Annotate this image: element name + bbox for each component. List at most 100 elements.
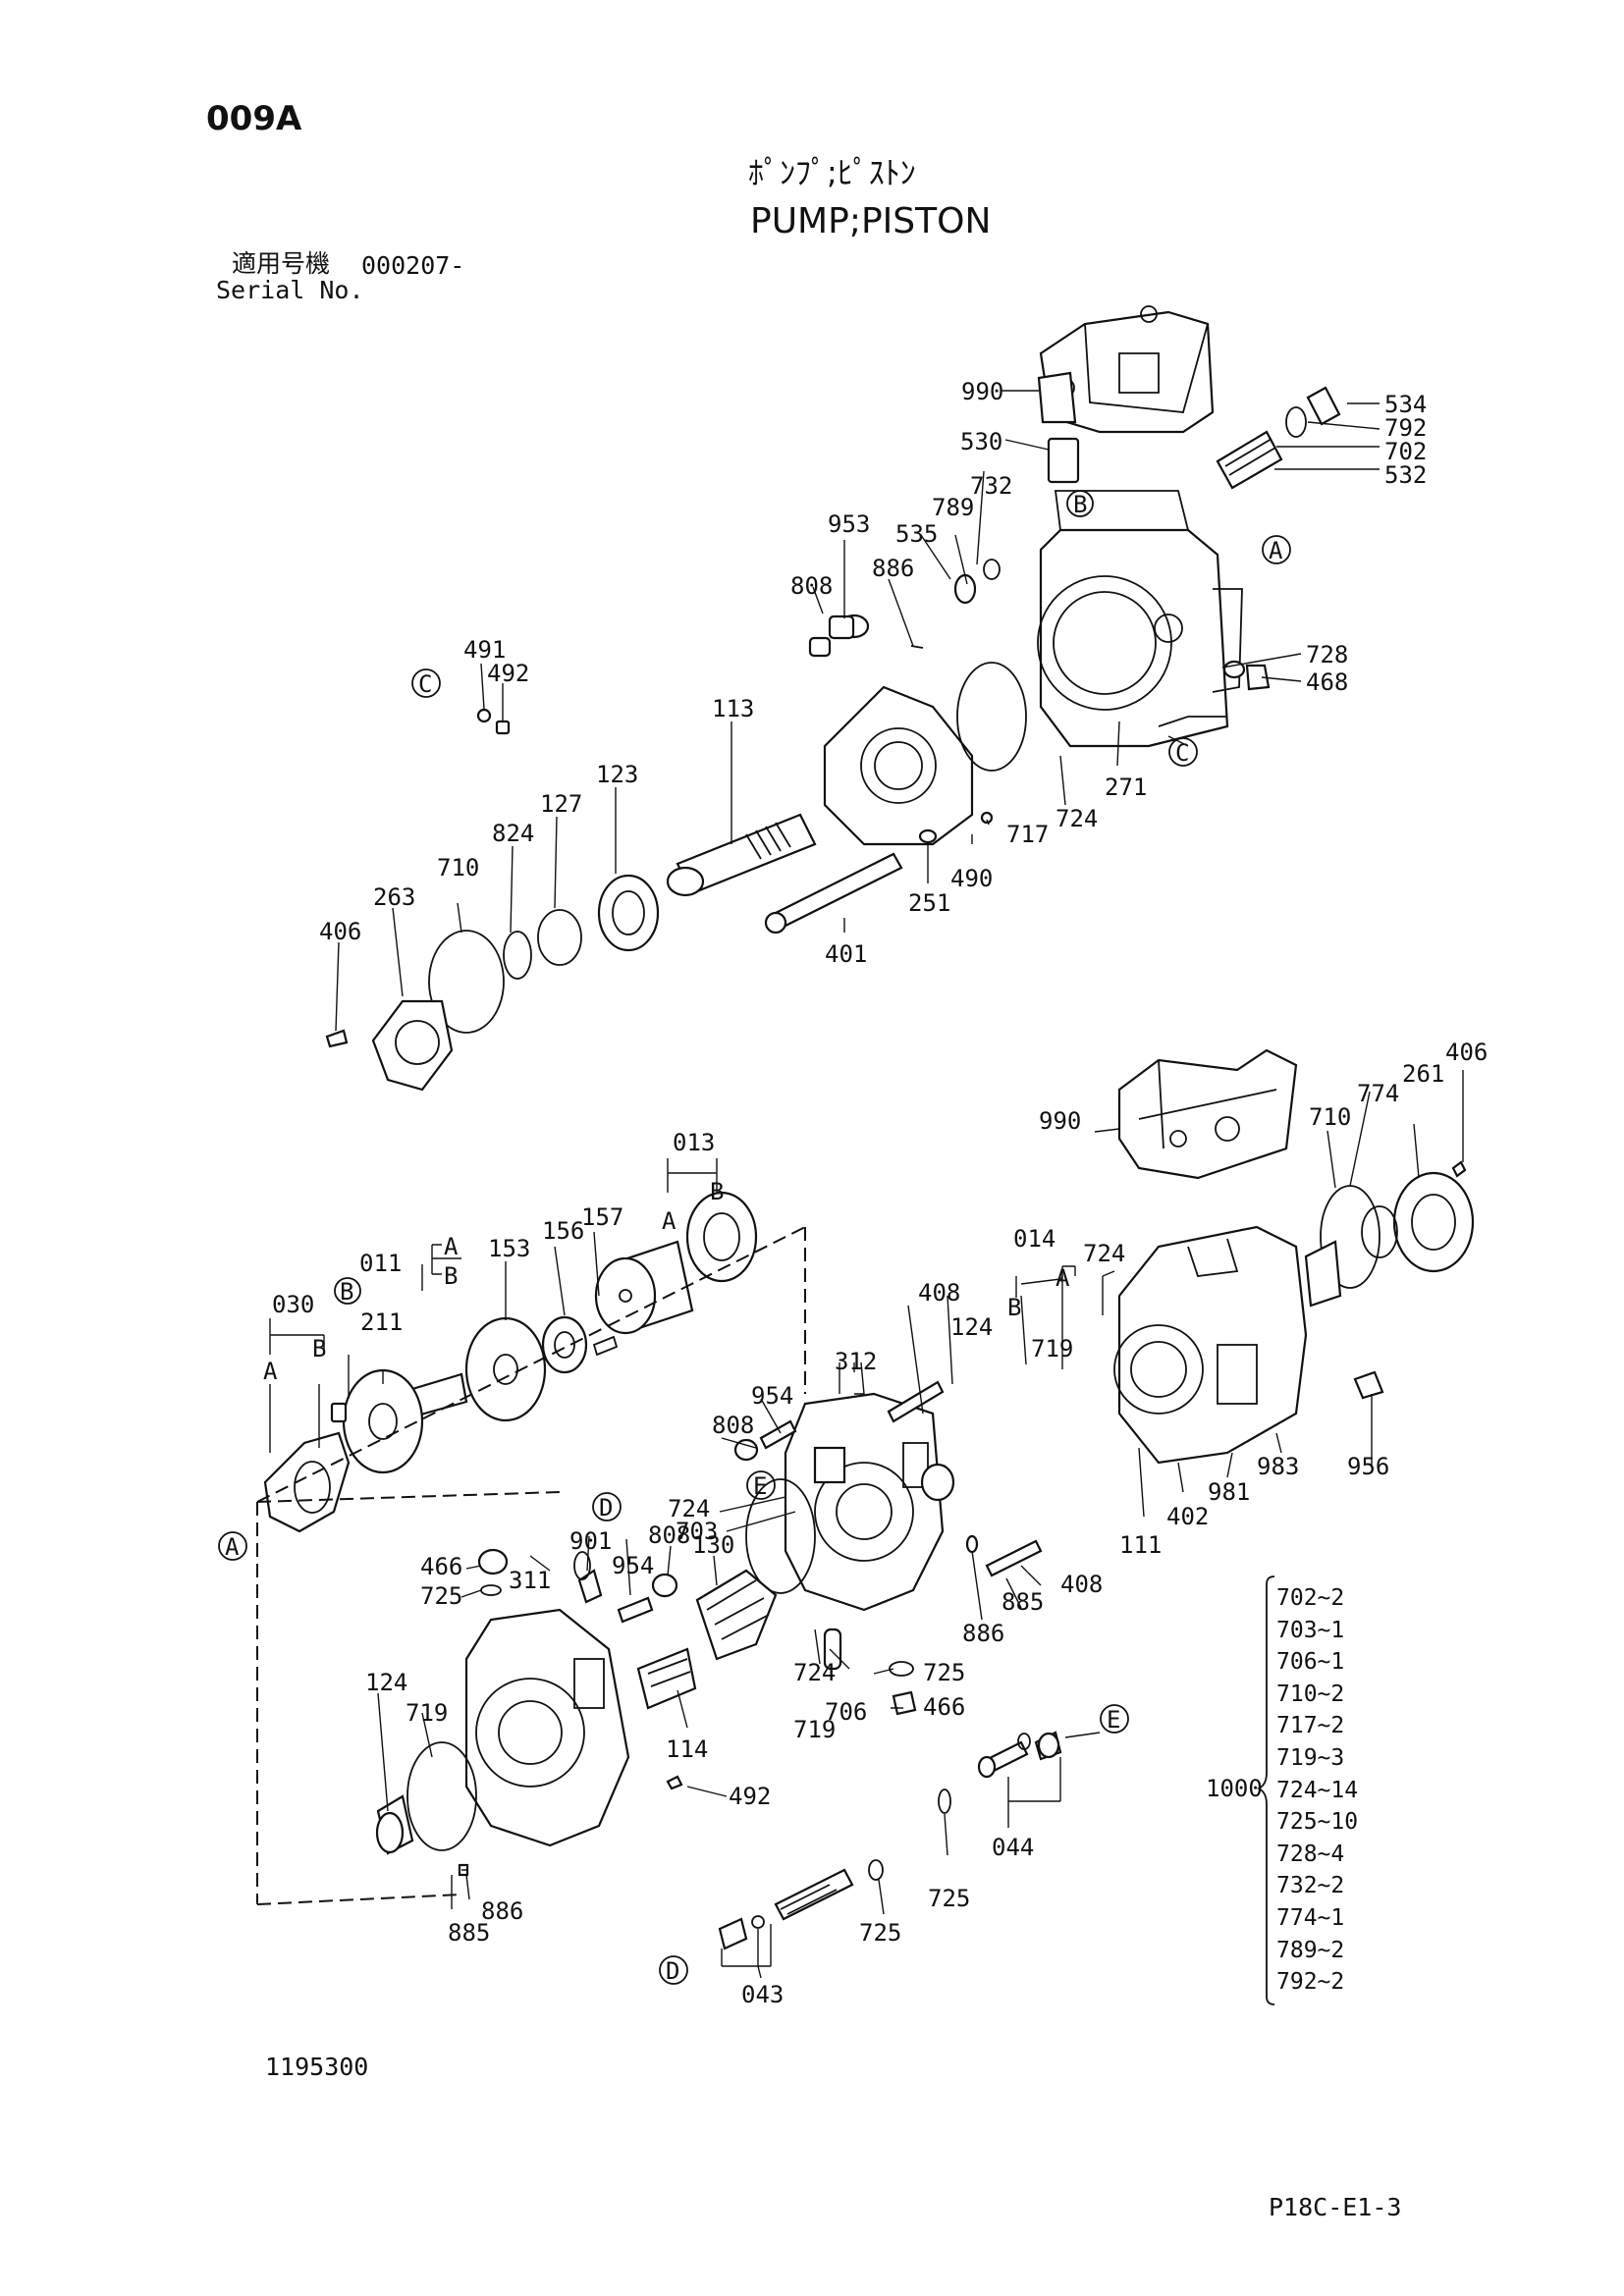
part-label-724-center: 724 — [668, 1495, 710, 1522]
title-japanese: ﾎﾟﾝﾌﾟ;ﾋﾟｽﾄﾝ — [748, 154, 916, 191]
part-label-014: 014 — [1013, 1225, 1056, 1253]
service-kit-item: 717∼2 — [1276, 1713, 1345, 1739]
part-label-127: 127 — [540, 790, 582, 818]
service-kit-item: 710∼2 — [1276, 1681, 1345, 1707]
regulator-lower — [1117, 1048, 1298, 1180]
lower-cover-right — [1304, 1160, 1475, 1308]
part-label-530: 530 — [960, 428, 1002, 455]
service-kit-item: 706∼1 — [1276, 1649, 1345, 1676]
part-label-808-lower-b: 808 — [648, 1522, 690, 1549]
part-label-703: 703 — [676, 1518, 718, 1545]
page-code: 009A — [206, 99, 302, 138]
part-label-725-left: 725 — [420, 1582, 462, 1610]
part-label-774: 774 — [1357, 1080, 1399, 1107]
service-kit-item: 792∼2 — [1276, 1969, 1345, 1996]
part-label-044: 044 — [992, 1834, 1034, 1861]
service-kit-item: 725∼10 — [1276, 1809, 1359, 1836]
callout-label-D-upper: D — [599, 1494, 613, 1522]
part-label-030-B: B — [312, 1335, 326, 1362]
service-kit-item: 732∼2 — [1276, 1873, 1345, 1899]
plug-956 — [1353, 1370, 1384, 1400]
serial-label-english: Serial No. — [216, 276, 364, 304]
part-label-490: 490 — [950, 865, 993, 892]
part-label-311: 311 — [509, 1567, 551, 1594]
part-label-466-left: 466 — [420, 1553, 462, 1580]
upper-misc-parts — [476, 386, 1341, 735]
part-label-271: 271 — [1105, 774, 1147, 801]
part-label-717: 717 — [1006, 821, 1049, 848]
part-label-013-B: B — [710, 1178, 724, 1205]
part-label-792-upper: 792 — [1384, 414, 1427, 442]
service-kit-item: 724∼14 — [1276, 1777, 1359, 1803]
part-label-468: 468 — [1306, 668, 1348, 696]
lower-bottom-parts — [718, 1731, 1062, 1950]
part-label-953: 953 — [828, 510, 870, 538]
part-label-725-bottom-a: 725 — [928, 1885, 970, 1912]
part-label-808-lower-a: 808 — [712, 1412, 754, 1439]
part-label-702: 702 — [1384, 438, 1427, 465]
lower-left-housing — [464, 1608, 630, 1847]
cylinder-block-group — [342, 1191, 758, 1474]
part-label-886-upper: 886 — [872, 555, 914, 582]
service-kit-label: 1000 — [1206, 1775, 1263, 1802]
part-label-402: 402 — [1166, 1503, 1209, 1530]
part-label-014-A: A — [1056, 1264, 1070, 1292]
part-label-724-lower: 724 — [793, 1659, 836, 1686]
callout-label-A-upper: A — [1269, 537, 1283, 564]
leader-lines-lower — [269, 1070, 1464, 1979]
part-label-901: 901 — [569, 1527, 612, 1555]
part-label-156: 156 — [542, 1217, 584, 1245]
upper-pump-casing — [1037, 490, 1243, 748]
leader-lines-upper — [335, 390, 1380, 1032]
part-label-408-lower: 408 — [1060, 1571, 1103, 1598]
part-label-954-upper: 954 — [751, 1382, 793, 1410]
service-kit-list: 702∼2 703∼1 706∼1 710∼2 717∼2 719∼3 724∼… — [1276, 1582, 1358, 1999]
service-kit-item: 703∼1 — [1276, 1617, 1345, 1643]
part-label-710-upper: 710 — [437, 854, 479, 881]
part-label-824: 824 — [492, 820, 534, 847]
part-label-124-center: 124 — [950, 1313, 993, 1341]
shaft-upper — [666, 813, 817, 897]
swash-plate — [263, 1402, 351, 1533]
drawing-number: 1195300 — [265, 2053, 369, 2081]
part-label-492-upper: 492 — [487, 660, 529, 687]
part-label-261: 261 — [1402, 1060, 1444, 1088]
part-label-011-A: A — [444, 1233, 459, 1260]
part-label-719-right: 719 — [1031, 1335, 1073, 1362]
part-label-725-center: 725 — [923, 1659, 965, 1686]
part-label-535: 535 — [895, 520, 938, 548]
part-label-886-left: 886 — [481, 1897, 523, 1925]
gear-130-114 — [636, 1569, 778, 1710]
part-label-401: 401 — [825, 940, 867, 968]
part-label-724-right: 724 — [1083, 1240, 1125, 1267]
part-label-157: 157 — [581, 1203, 623, 1231]
callout-label-D-lower: D — [666, 1957, 679, 1985]
part-label-789: 789 — [932, 494, 974, 521]
part-label-534: 534 — [1384, 391, 1427, 418]
part-label-532: 532 — [1384, 461, 1427, 489]
part-label-114: 114 — [666, 1735, 708, 1763]
service-kit-item: 702∼2 — [1276, 1585, 1345, 1611]
lower-left-seals — [375, 1741, 477, 1877]
part-label-954-lower: 954 — [612, 1552, 654, 1579]
part-label-123: 123 — [596, 761, 638, 788]
lower-center-housing — [784, 1392, 955, 1612]
callout-label-B-upper: B — [1073, 491, 1087, 518]
part-label-732: 732 — [970, 472, 1012, 500]
service-kit-item: 774∼1 — [1276, 1904, 1345, 1931]
part-label-990-upper: 990 — [961, 378, 1003, 405]
serial-label-japanese: 適用号機 — [232, 249, 331, 278]
part-label-706: 706 — [825, 1698, 867, 1726]
service-kit-item: 789∼2 — [1276, 1937, 1345, 1963]
part-label-013: 013 — [673, 1129, 715, 1156]
part-label-406-upper: 406 — [319, 918, 361, 945]
part-label-030: 030 — [272, 1291, 314, 1318]
part-label-983: 983 — [1257, 1453, 1299, 1480]
part-label-719-left: 719 — [406, 1699, 448, 1727]
part-label-725-bottom-b: 725 — [859, 1919, 901, 1947]
dashed-group-frames — [256, 1226, 806, 1905]
callout-label-A-lower: A — [225, 1533, 240, 1561]
bearing-seals-upper — [325, 874, 660, 1092]
part-label-124-left: 124 — [365, 1669, 407, 1696]
